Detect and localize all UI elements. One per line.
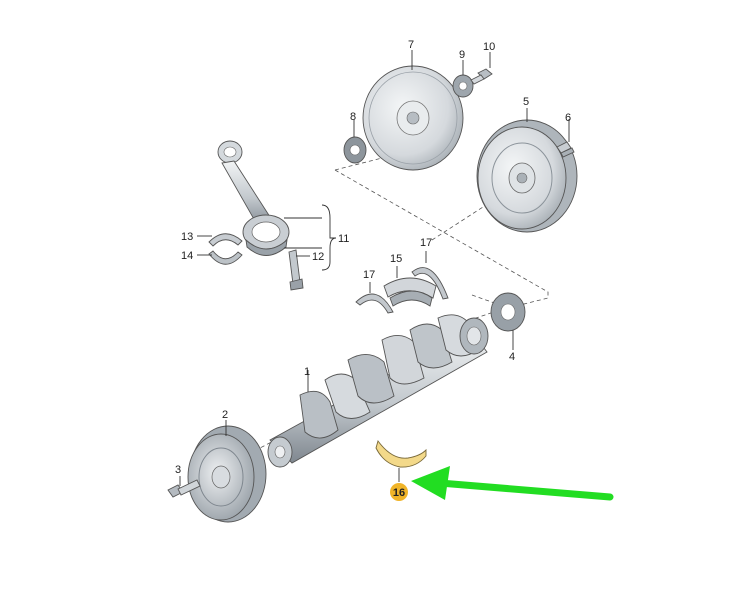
pulley-bolt-part (167, 479, 201, 498)
callout-17-left: 17 (363, 269, 375, 281)
callout-17-right: 17 (420, 237, 432, 249)
callout-11: 11 (338, 233, 349, 245)
rod-bearing-shells-part (208, 233, 243, 265)
flywheel-bolt-part (556, 141, 575, 158)
arrow-shaft (436, 479, 614, 501)
callout-1: 1 (304, 366, 310, 378)
callout-13: 13 (181, 231, 193, 243)
crankshaft-pulley-part (187, 425, 267, 523)
callout-2: 2 (222, 409, 228, 421)
flywheel-plate-part (362, 65, 464, 171)
callout-5: 5 (523, 96, 529, 108)
arrow-head (411, 466, 450, 500)
washer-part (452, 74, 474, 98)
dual-mass-flywheel-part (476, 119, 578, 233)
connecting-rod-part (217, 140, 290, 256)
gear-washer-part (490, 292, 526, 332)
highlight-badge: 16 (390, 483, 408, 501)
callout-7: 7 (408, 39, 414, 51)
callout-15: 15 (390, 253, 402, 265)
highlight-arrow (411, 466, 614, 501)
callout-8: 8 (350, 111, 356, 123)
bolt-part (470, 68, 493, 85)
callout-14: 14 (181, 250, 193, 262)
callout-6: 6 (565, 112, 571, 124)
callout-labels: 1 2 3 4 5 6 7 8 9 10 11 12 13 14 15 17 1… (175, 39, 571, 476)
callout-9: 9 (459, 49, 465, 61)
leader-lines (179, 50, 570, 486)
callout-16-badge (390, 483, 408, 501)
main-bearing-shells-part (355, 267, 449, 314)
callout-3: 3 (175, 464, 181, 476)
callout-4: 4 (509, 351, 515, 363)
rod-bolt-part (288, 249, 304, 291)
crankshaft-part (267, 314, 489, 468)
callout-10: 10 (483, 41, 495, 53)
shim-part (343, 136, 367, 164)
highlighted-thrust-bearing-part (375, 439, 427, 468)
callout-12: 12 (312, 251, 324, 263)
callout-16: 16 (393, 487, 405, 499)
